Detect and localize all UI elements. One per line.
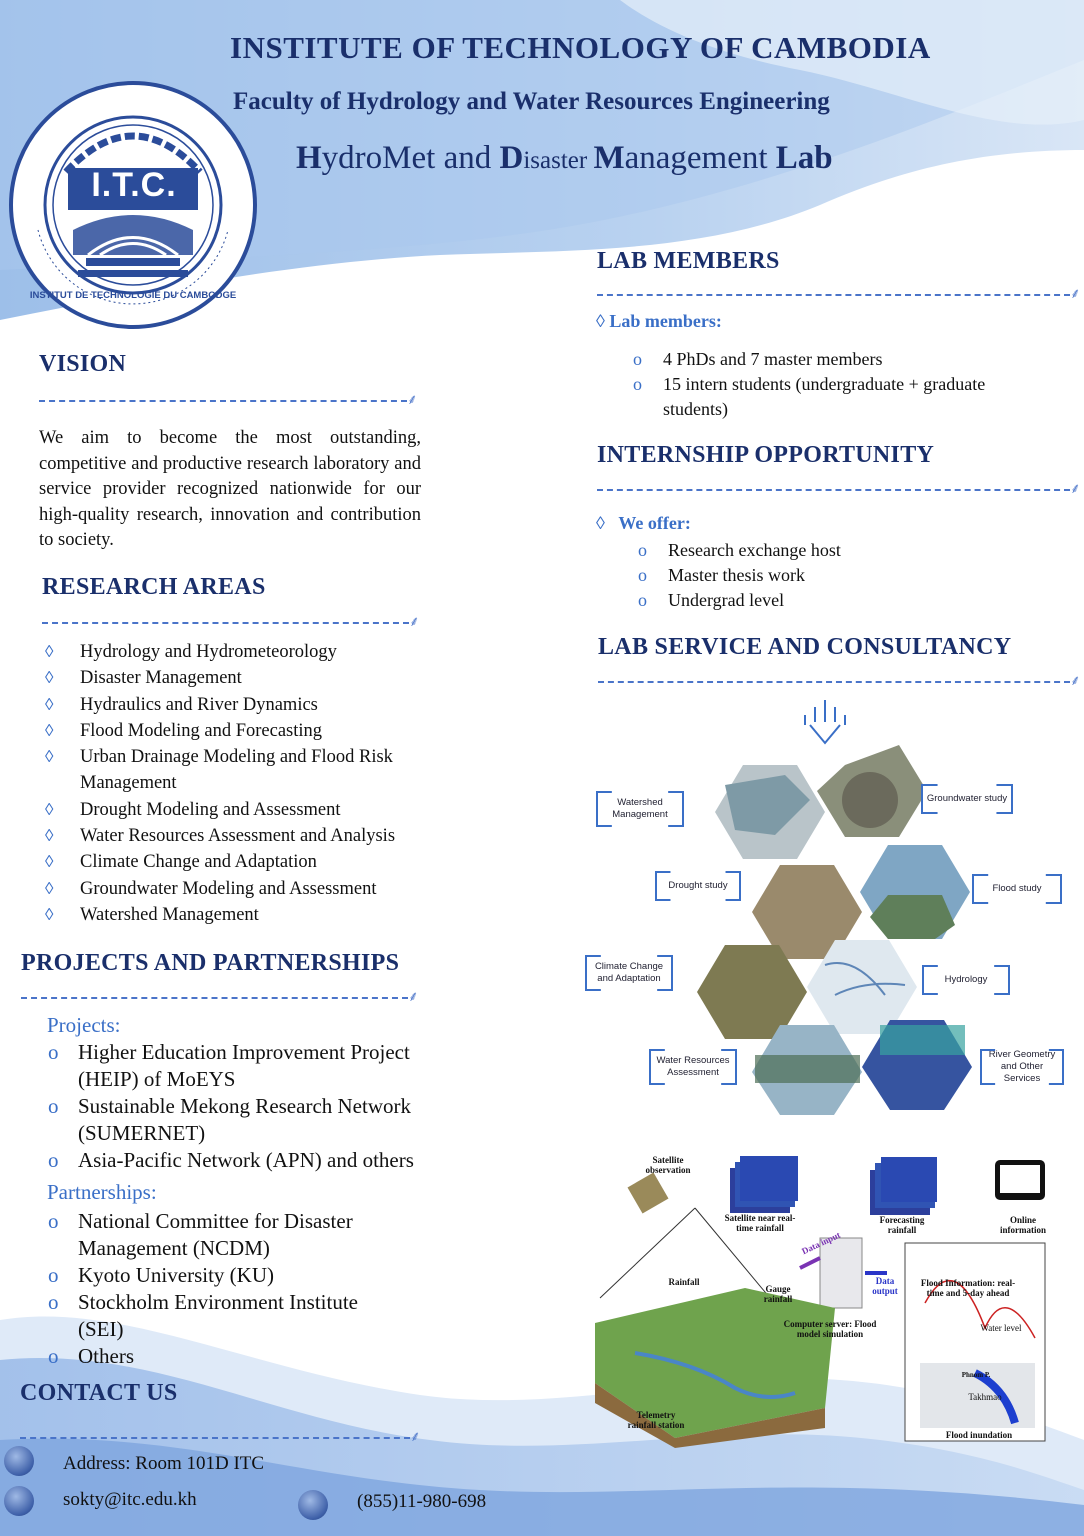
- flow-sat-rain: Satellite near real-time rainfall: [724, 1213, 796, 1233]
- lab-title-part1: ydroMet and: [321, 140, 500, 176]
- flow-satellite-obs: Satellite observation: [645, 1155, 691, 1175]
- itc-logo: I.T.C. INSTITUT DE TECHNOLOGIE DU CAMBOD…: [8, 80, 258, 330]
- members-divider: [597, 294, 1070, 296]
- contact-phone: (855)11-980-698: [357, 1491, 487, 1512]
- list-item: ◊Urban Drainage Modeling and Flood Risk …: [45, 747, 393, 794]
- flood-forecast-diagram: [595, 1156, 1046, 1448]
- flow-phnom: Phnom P.: [961, 1371, 991, 1379]
- list-item: ◊Climate Change and Adaptation: [45, 852, 317, 873]
- internship-heading: INTERNSHIP OPPORTUNITY: [597, 442, 935, 468]
- service-water-resources: Water Resources Assessment: [649, 1050, 737, 1084]
- lab-title-m: M: [593, 140, 625, 176]
- service-drought: Drought study: [655, 872, 741, 900]
- list-item: ◊Flood Modeling and Forecasting: [45, 720, 323, 741]
- flow-inundation: Flood inundation: [945, 1430, 1013, 1440]
- service-river: River Geometry and Other Services: [980, 1049, 1064, 1084]
- service-heading: LAB SERVICE AND CONSULTANCY: [598, 634, 1012, 660]
- leaf-icon: ⸙: [409, 615, 420, 630]
- research-list: ◊Hydrology and Hydrometeorology ◊Disaste…: [40, 639, 440, 928]
- email-icon: [4, 1486, 34, 1516]
- leaf-icon: ⸙: [407, 393, 418, 408]
- contact-divider: [20, 1437, 410, 1439]
- leaf-icon: ⸙: [410, 1430, 421, 1445]
- flow-telemetry: Telemetry rainfall station: [627, 1410, 685, 1430]
- logo-center-text: I.T.C.: [91, 166, 177, 204]
- flow-gauge: Gauge rainfall: [763, 1284, 793, 1304]
- faculty-title: Faculty of Hydrology and Water Resources…: [233, 88, 830, 115]
- research-divider: [42, 622, 409, 624]
- location-icon: [4, 1446, 34, 1476]
- list-item: ◊Groundwater Modeling and Assessment: [45, 878, 377, 899]
- list-item: ◊Hydraulics and River Dynamics: [45, 694, 318, 715]
- lab-title-part3: anagement: [624, 140, 776, 176]
- partnerships-label: Partnerships:: [47, 1180, 157, 1204]
- projects-divider: [21, 997, 408, 999]
- vision-divider: [39, 400, 407, 402]
- internship-divider: [597, 489, 1070, 491]
- members-heading: LAB MEMBERS: [597, 248, 780, 274]
- list-item: ◊Hydrology and Hydrometeorology: [45, 642, 337, 662]
- list-item: ◊Water Resources Assessment and Analysis: [45, 826, 396, 847]
- leaf-icon: ⸙: [1070, 482, 1081, 497]
- lab-title: HydroMet and Disaster Management Lab: [296, 140, 833, 177]
- research-heading: RESEARCH AREAS: [42, 574, 266, 600]
- flow-rainfall: Rainfall: [668, 1277, 700, 1287]
- phone-icon: [298, 1490, 328, 1520]
- vision-heading: VISION: [39, 351, 127, 377]
- list-item: ◊Disaster Management: [45, 668, 242, 689]
- members-label: ◊ Lab members:: [596, 311, 722, 331]
- logo-ring-text: INSTITUT DE TECHNOLOGIE DU CAMBODGE: [29, 290, 237, 301]
- institute-title: INSTITUTE OF TECHNOLOGY OF CAMBODIA: [230, 30, 931, 65]
- contact-email[interactable]: sokty@itc.edu.kh: [63, 1489, 197, 1510]
- service-hydrology: Hydrology: [922, 966, 1010, 994]
- lab-title-lab: Lab: [775, 140, 833, 176]
- list-item: ◊Drought Modeling and Assessment: [45, 799, 341, 820]
- leaf-icon: ⸙: [1070, 287, 1081, 302]
- lab-title-h: H: [296, 140, 322, 176]
- list-item: ◊Watershed Management: [45, 904, 259, 925]
- flow-takhmao: Takhmao: [968, 1392, 1002, 1402]
- service-divider: [598, 681, 1070, 683]
- service-groundwater: Groundwater study: [921, 785, 1013, 813]
- flow-data-output: Data output: [872, 1276, 898, 1296]
- leaf-icon: ⸙: [1070, 674, 1081, 689]
- flow-online: Online information: [1000, 1215, 1046, 1235]
- flow-water-level: Water level: [980, 1323, 1022, 1333]
- vision-text: We aim to become the most outstanding, c…: [39, 428, 421, 550]
- lab-title-part2: isaster: [523, 147, 594, 174]
- flow-forecast-rain: Forecasting rainfall: [879, 1215, 925, 1235]
- flow-flood-info: Flood Information: real-time and 5-day a…: [920, 1278, 1016, 1298]
- leaf-icon: ⸙: [408, 990, 419, 1005]
- internship-label: ◊ We offer:: [596, 513, 691, 533]
- lab-title-d: D: [499, 140, 524, 176]
- projects-heading: PROJECTS AND PARTNERSHIPS: [21, 950, 400, 976]
- projects-label: Projects:: [47, 1013, 121, 1037]
- service-flood: Flood study: [972, 875, 1062, 903]
- service-watershed: Watershed Management: [596, 792, 684, 826]
- service-climate: Climate Change and Adaptation: [585, 956, 673, 990]
- contact-address: Address: Room 101D ITC: [63, 1453, 265, 1474]
- flow-server: Computer server: Flood model simulation: [783, 1319, 877, 1339]
- contact-heading: CONTACT US: [20, 1380, 178, 1406]
- service-hexagon-graphic: [697, 700, 972, 1115]
